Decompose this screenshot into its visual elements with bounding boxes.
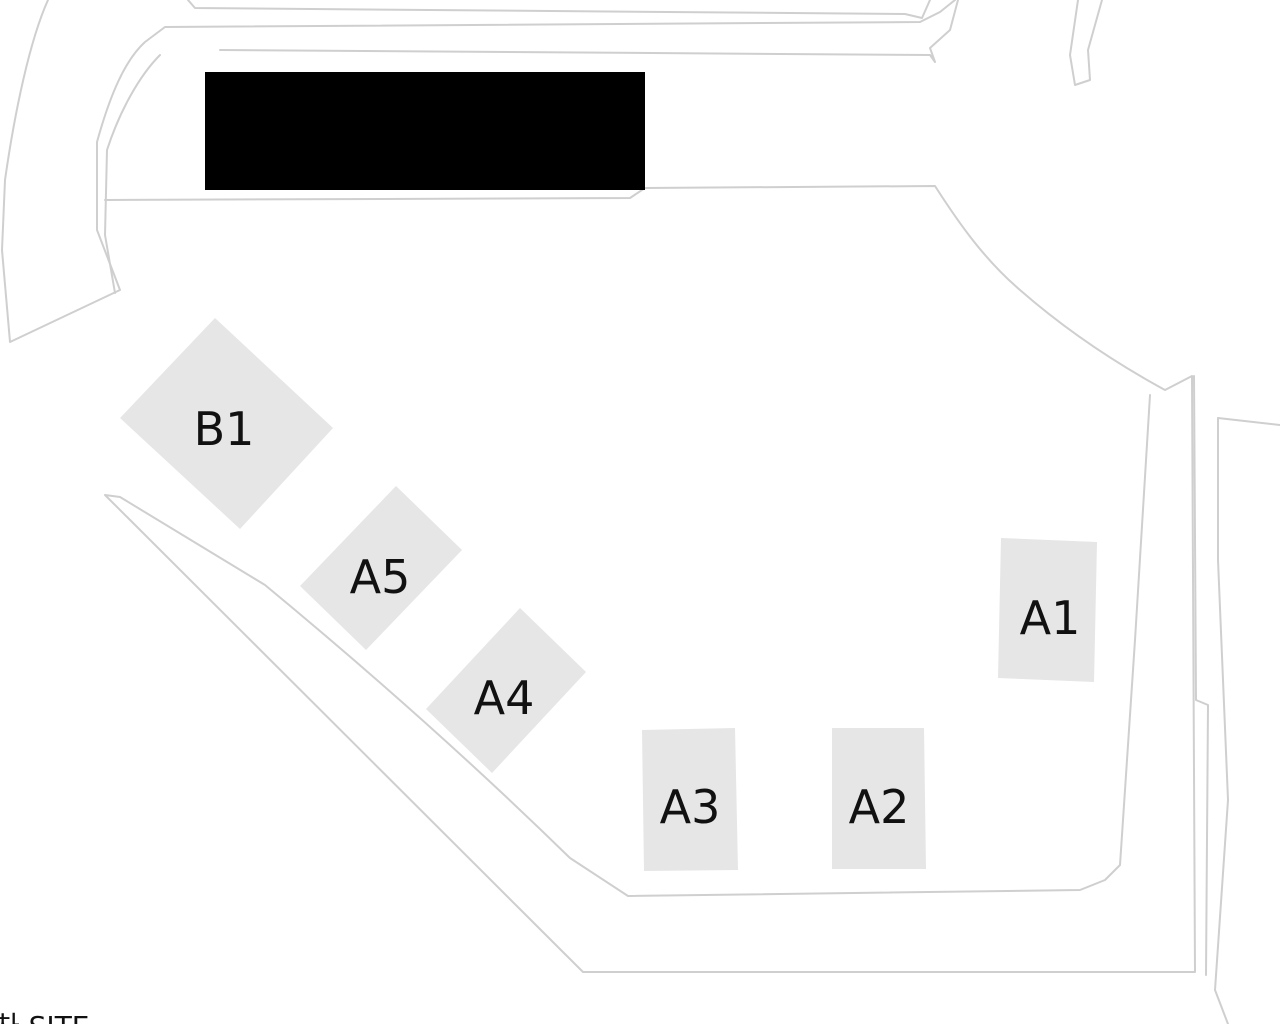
site-a3[interactable]: A3 — [642, 728, 738, 871]
road-outline-left-ribbon — [104, 54, 161, 294]
site-b1[interactable]: B1 — [120, 318, 333, 529]
road-outline-right-lane-2 — [1193, 375, 1209, 976]
road-outline-top-outer — [187, 0, 931, 19]
site-a2[interactable]: A2 — [832, 728, 926, 869]
road-outline-top-ribbon — [219, 0, 959, 63]
site-a5[interactable]: A5 — [300, 486, 462, 650]
site-a3-shape — [642, 728, 738, 871]
road-outline-right-edge — [1217, 417, 1280, 426]
site-a5-shape — [300, 486, 462, 650]
site-a1[interactable]: A1 — [998, 538, 1097, 682]
road-outline-right-strip — [1069, 0, 1103, 86]
site-a4-shape — [426, 608, 586, 773]
road-outline-top-inner — [1, 0, 956, 343]
map-caption: 차 SITE — [0, 1010, 90, 1024]
site-a2-shape — [832, 728, 926, 869]
site-b1-shape — [120, 318, 333, 529]
site-boundary — [104, 185, 1196, 973]
site-a4[interactable]: A4 — [426, 608, 586, 773]
road-outline-right-lane — [1214, 417, 1229, 1024]
site-a1-shape — [998, 538, 1097, 682]
building-block — [205, 72, 645, 190]
